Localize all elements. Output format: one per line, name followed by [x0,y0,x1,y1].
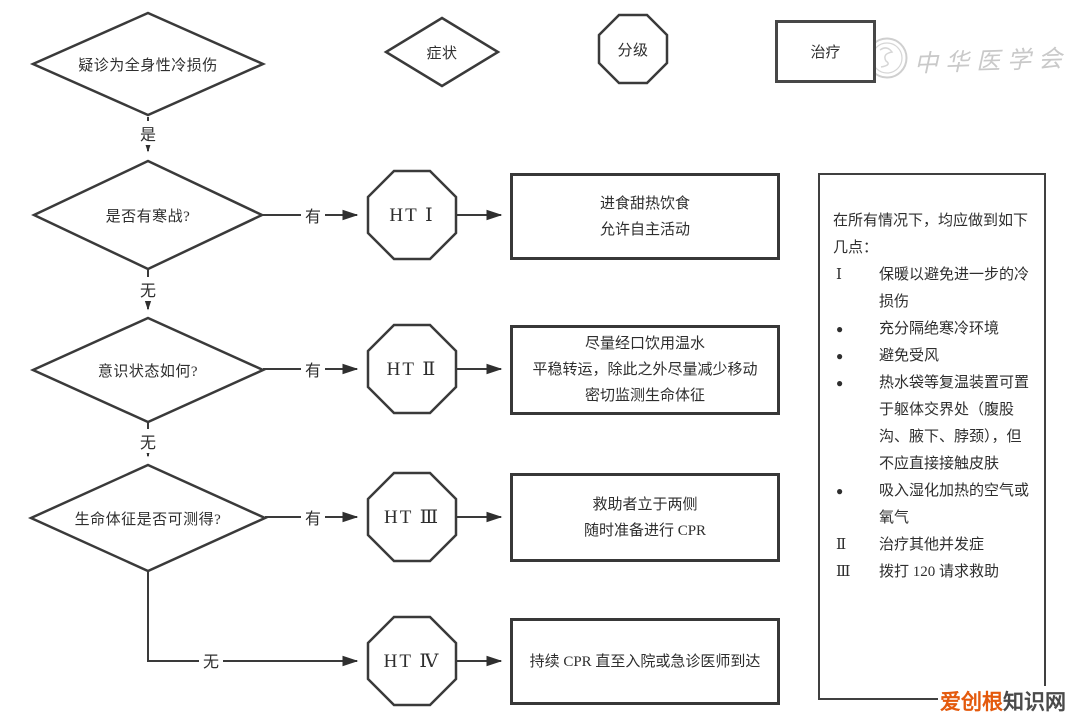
treatment-box-ht4: 持续 CPR 直至入院或急诊医师到达 [510,618,780,705]
decision-vitals-label: 生命体征是否可测得? [74,511,222,528]
grade-ht4-shape [366,615,458,707]
grade-ht2-label: HT Ⅱ [386,358,438,380]
grade-ht1-shape [366,169,458,261]
site-watermark-primary: 爱创根 [940,691,1003,714]
legend-grade-shape [597,13,669,85]
site-watermark: 爱创根知识网 [938,686,1068,716]
edge-label-start-yes: 是 [136,121,160,145]
advice-item-2-text: 充分隔绝寒冷环境 [879,321,1000,337]
grade-ht3-label: HT Ⅲ [383,506,441,528]
advice-item-7-text: 拨打 120 请求救助 [879,564,1000,580]
advice-panel-intro: 在所有情况下，均应做到如下几点： [833,213,1029,256]
advice-item-5-marker: ● [836,484,844,498]
advice-item-1-marker: Ⅰ [836,267,842,283]
edge-label-q3-yes: 有 [301,505,325,529]
start-decision-label: 疑诊为全身性冷损伤 [78,57,218,74]
advice-item-7: Ⅲ 拨打 120 请求救助 [833,559,1031,586]
advice-item-2: ● 充分隔绝寒冷环境 [833,316,1031,343]
treatment-box-ht3: 救助者立于两侧 随时准备进行 CPR [510,473,780,562]
edge-label-q2-yes: 有 [301,357,325,381]
advice-item-5: ● 吸入湿化加热的空气或氧气 [833,478,1031,532]
advice-item-5-text: 吸入湿化加热的空气或氧气 [879,483,1030,526]
legend-symptom-shape [383,16,501,88]
grade-ht3-shape [366,471,458,563]
site-watermark-secondary: 知识网 [1003,691,1066,714]
legend-grade-label: 分级 [617,42,649,59]
advice-item-3-marker: ● [836,349,844,363]
edge-label-q1-no: 无 [136,277,160,301]
advice-item-6-text: 治疗其他并发症 [879,537,985,553]
decision-shivering-label: 是否有寒战? [105,208,191,225]
grade-ht1-label: HT Ⅰ [389,204,435,226]
advice-item-6: Ⅱ 治疗其他并发症 [833,532,1031,559]
advice-item-4-marker: ● [836,376,844,390]
advice-panel: 在所有情况下，均应做到如下几点： Ⅰ 保暖以避免进一步的冷损伤 ● 充分隔绝寒冷… [818,173,1046,700]
start-decision-shape [29,11,267,117]
advice-item-1: Ⅰ 保暖以避免进一步的冷损伤 [833,262,1031,316]
advice-item-3-text: 避免受风 [879,348,940,364]
advice-item-2-marker: ● [836,322,844,336]
grade-ht4-label: HT Ⅳ [383,650,441,672]
advice-item-7-marker: Ⅲ [836,564,851,580]
edge-q3-to-ht4 [147,571,359,667]
advice-item-4-text: 热水袋等复温装置可置于躯体交界处（腹股沟、腋下、脖颈），但不应直接接触皮肤 [879,375,1030,472]
treatment-box-ht1: 进食甜热饮食 允许自主活动 [510,173,780,260]
edge-label-q2-no: 无 [136,429,160,453]
grade-ht2-shape [366,323,458,415]
decision-consciousness-label: 意识状态如何? [97,363,199,380]
legend-treatment-box: 治疗 [775,20,876,83]
treatment-box-ht2: 尽量经口饮用温水 平稳转运，除此之外尽量减少移动 密切监测生命体征 [510,325,780,415]
legend-symptom-label: 症状 [426,45,458,62]
legend-treatment-label: 治疗 [810,45,841,61]
advice-item-4: ● 热水袋等复温装置可置于躯体交界处（腹股沟、腋下、脖颈），但不应直接接触皮肤 [833,370,1031,478]
society-watermark-text: 中华医学会 [913,46,1070,78]
advice-item-3: ● 避免受风 [833,343,1031,370]
advice-item-1-text: 保暖以避免进一步的冷损伤 [879,267,1030,310]
edge-label-q3-no: 无 [199,648,223,672]
advice-item-6-marker: Ⅱ [836,537,847,553]
edge-label-q1-yes: 有 [301,203,325,227]
